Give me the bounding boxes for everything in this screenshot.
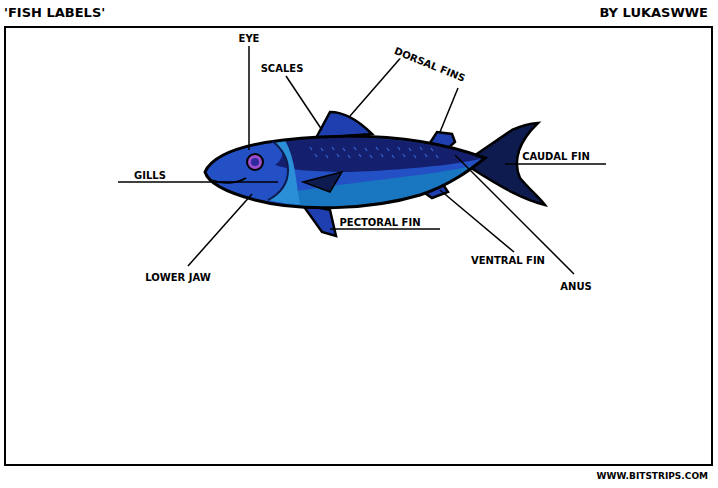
scale-mark (326, 155, 328, 158)
eye (247, 154, 263, 170)
scale-mark (310, 147, 312, 150)
fish-back (272, 138, 485, 172)
leader-lines (118, 46, 606, 274)
scale-mark (337, 154, 339, 157)
scale-mark (414, 155, 416, 158)
comic-title: 'FISH LABELS' (2, 6, 107, 20)
leader-line (440, 190, 514, 252)
scale-marks (310, 147, 438, 158)
scale-mark (425, 154, 427, 157)
scale-mark (343, 148, 345, 151)
part-label: LOWER JAW (143, 272, 213, 283)
part-label: VENTRAL FIN (469, 255, 547, 266)
pupil (251, 158, 259, 166)
scale-mark (370, 155, 372, 158)
scale-mark (398, 147, 400, 150)
scale-mark (354, 147, 356, 150)
fish-outline (205, 136, 485, 208)
leader-line (350, 54, 404, 116)
leader-line (505, 163, 606, 165)
part-label: PECTORAL FIN (337, 217, 422, 228)
scale-mark (420, 147, 422, 150)
scale-mark (436, 155, 438, 158)
dorsal-fin (316, 112, 372, 138)
panel-border (5, 27, 712, 465)
scale-mark (392, 155, 394, 158)
scale-mark (321, 148, 323, 151)
gill-cover (268, 140, 300, 204)
leader-line (118, 181, 278, 183)
leader-line (286, 76, 322, 130)
fish-body (205, 136, 485, 208)
author-credit: BY LUKASWWE (597, 6, 710, 20)
part-label: GILLS (132, 170, 168, 181)
scale-mark (376, 147, 378, 150)
pectoral-fin (303, 172, 342, 192)
scale-mark (315, 154, 317, 157)
part-label: SCALES (259, 63, 306, 74)
leader-line (440, 88, 458, 132)
scale-mark (431, 148, 433, 151)
leader-line (248, 46, 250, 150)
scale-mark (403, 154, 405, 157)
part-label: EYE (237, 33, 262, 44)
scale-mark (348, 155, 350, 158)
scale-mark (359, 154, 361, 157)
scale-mark (387, 148, 389, 151)
leader-line (455, 155, 574, 274)
scale-mark (381, 154, 383, 157)
part-label: ANUS (558, 281, 593, 292)
part-label: CAUDAL FIN (520, 151, 592, 162)
scale-mark (332, 147, 334, 150)
scale-mark (365, 148, 367, 151)
leader-line (188, 194, 252, 266)
scale-mark (409, 148, 411, 151)
gill-line (268, 141, 288, 200)
leader-line (330, 228, 440, 230)
watermark: WWW.BITSTRIPS.COM (595, 472, 710, 482)
